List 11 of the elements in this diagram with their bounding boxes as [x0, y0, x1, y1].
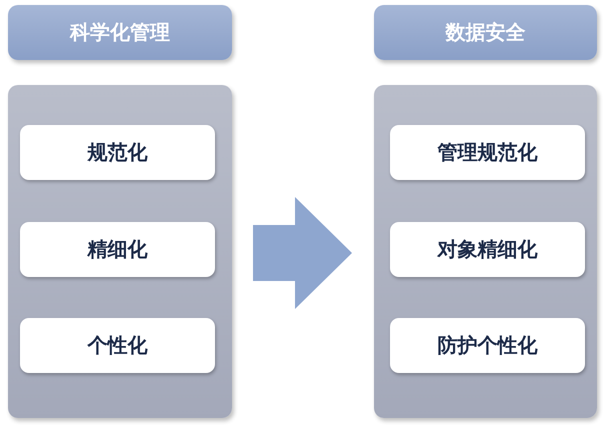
- item-box: 对象精细化: [390, 222, 585, 277]
- heading-box: 数据安全: [374, 5, 597, 60]
- heading-box: 科学化管理: [8, 5, 232, 60]
- panel-box: [8, 85, 232, 418]
- item-box: 防护个性化: [390, 318, 585, 373]
- item-box: 个性化: [20, 318, 215, 373]
- item-box: 精细化: [20, 222, 215, 277]
- item-box: 规范化: [20, 125, 215, 180]
- block-arrow: [253, 197, 352, 309]
- item-box: 管理规范化: [390, 125, 585, 180]
- panel-box: [374, 85, 597, 418]
